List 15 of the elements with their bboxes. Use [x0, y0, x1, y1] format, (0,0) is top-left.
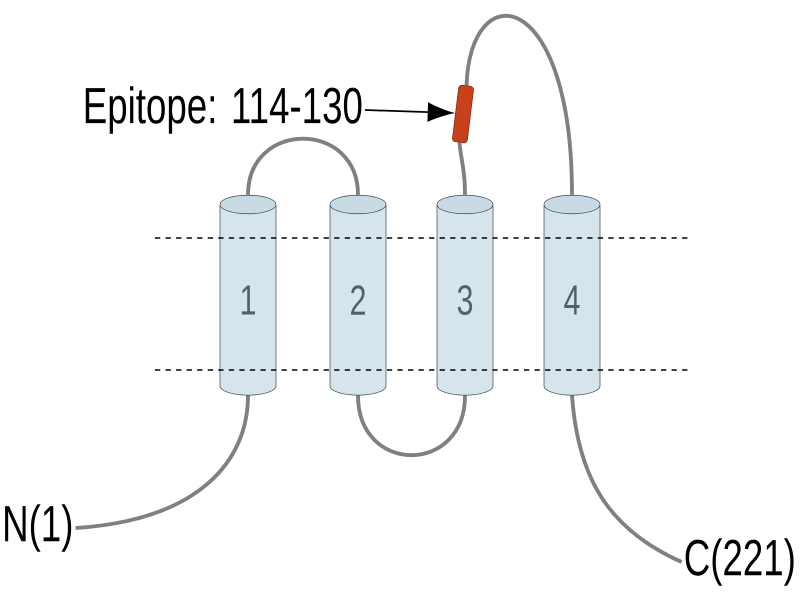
epitope-label: Epitope: 114-130: [86, 86, 362, 134]
loop-line: [246, 136, 360, 196]
loop-line: [458, 142, 467, 195]
helix-cylinder: 4: [544, 194, 600, 396]
arrow: [364, 102, 452, 122]
terminus-label: C(221): [686, 538, 794, 586]
helix-cylinder: 3: [436, 194, 494, 396]
epitope-bar: [452, 84, 474, 144]
loop-line: [570, 395, 682, 564]
loop-line: [356, 395, 467, 457]
loop-line: [75, 395, 250, 530]
terminus-label: N(1): [5, 504, 72, 552]
helix-cylinder: 2: [330, 194, 386, 396]
helix-cylinder: 1: [220, 194, 276, 396]
loop-line: [464, 14, 574, 195]
